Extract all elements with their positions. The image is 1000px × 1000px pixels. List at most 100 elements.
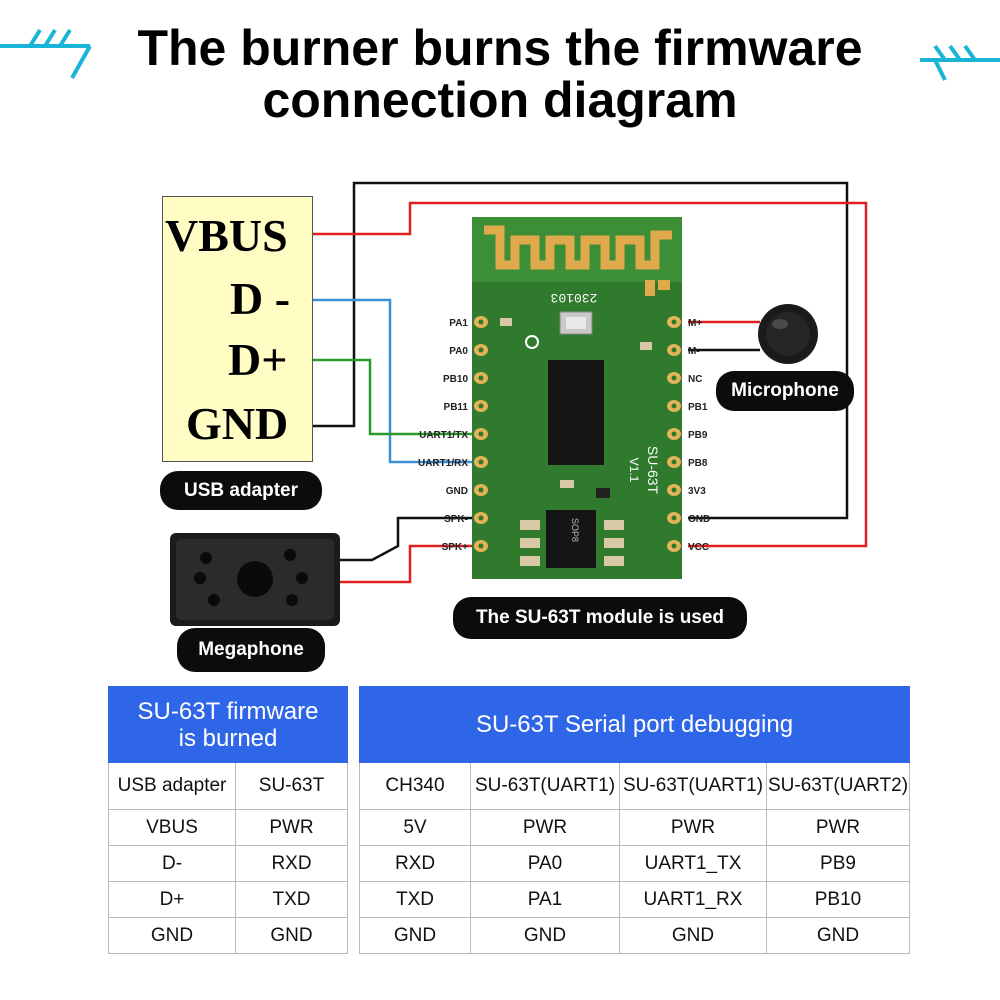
table-cell: GND xyxy=(108,917,236,954)
left-arrow-decoration-icon xyxy=(0,28,92,79)
microphone-icon xyxy=(758,304,818,364)
title-line-1: The burner burns the firmware xyxy=(137,20,863,76)
table-cell: PWR xyxy=(766,809,910,846)
usb-adapter-box xyxy=(162,196,313,462)
pin-hole-right xyxy=(671,459,677,465)
pin-label-pa0: PA0 xyxy=(449,346,468,357)
pin-hole-left xyxy=(478,543,484,549)
pin-hole-right xyxy=(671,347,677,353)
firmware-col-header: SU-63T xyxy=(235,762,348,810)
table-cell: D- xyxy=(108,845,236,882)
table-cell: GND xyxy=(619,917,767,954)
right-pin-labels: M+ M- NC PB1 PB9 PB8 3V3 GND VCC xyxy=(688,318,710,553)
pin-label-uart1-rx: UART1/RX xyxy=(418,458,468,469)
pin-label-pb1: PB1 xyxy=(688,402,708,413)
pin-label-pb11: PB11 xyxy=(444,402,469,413)
page-title: The burner burns the firmware connection… xyxy=(0,22,1000,126)
firmware-col-header: USB adapter xyxy=(108,762,236,810)
table-cell: PB10 xyxy=(766,881,910,918)
pin-hole-right xyxy=(671,431,677,437)
table-cell: TXD xyxy=(235,881,348,918)
table-cell: PWR xyxy=(235,809,348,846)
table-row: VBUS PWR xyxy=(108,809,348,846)
pin-label-pb8: PB8 xyxy=(688,458,708,469)
right-arrow-decoration-icon xyxy=(920,44,1000,81)
wire-d-minus xyxy=(311,298,481,464)
microphone-label: Microphone xyxy=(716,371,854,411)
pin-label-gnd-left: GND xyxy=(446,486,468,497)
table-cell: GND xyxy=(359,917,471,954)
table-cell: PA1 xyxy=(470,881,620,918)
pin-hole-left xyxy=(478,403,484,409)
usb-pin-d-minus: D - xyxy=(230,273,291,324)
usb-adapter-label: USB adapter xyxy=(160,471,322,510)
serial-col-header: CH340 xyxy=(359,762,471,810)
table-row: D- RXD xyxy=(108,845,348,882)
board-code-text: 230103 xyxy=(551,290,598,305)
serial-table-header: SU-63T Serial port debugging xyxy=(359,686,910,763)
table-cell: VBUS xyxy=(108,809,236,846)
pin-label-pb9: PB9 xyxy=(688,430,708,441)
table-row: 5V PWR PWR PWR xyxy=(359,809,910,846)
pin-hole-left xyxy=(478,487,484,493)
wire-spk-plus xyxy=(340,544,481,584)
table-cell: TXD xyxy=(359,881,471,918)
serial-col-header: SU-63T(UART2) xyxy=(766,762,910,810)
pin-label-uart1-tx: UART1/TX xyxy=(419,430,468,441)
antenna-trace xyxy=(484,225,672,270)
table-cell: GND xyxy=(235,917,348,954)
table-cell: PB9 xyxy=(766,845,910,882)
board-silk-version: V1.1 xyxy=(627,458,641,483)
pin-label-spk-plus: SPK+ xyxy=(442,542,469,553)
pin-label-pb10: PB10 xyxy=(443,374,468,385)
megaphone-label: Megaphone xyxy=(177,628,325,672)
pin-hole-left xyxy=(478,319,484,325)
pin-hole-right xyxy=(671,543,677,549)
table-cell: PA0 xyxy=(470,845,620,882)
table-row: D+ TXD xyxy=(108,881,348,918)
left-pin-labels: PA1 PA0 PB10 PB11 UART1/TX UART1/RX GND … xyxy=(418,318,468,553)
usb-pin-gnd: GND xyxy=(186,398,289,449)
serial-col-header: SU-63T(UART1) xyxy=(470,762,620,810)
usb-pin-vbus: VBUS xyxy=(165,210,288,261)
table-cell: RXD xyxy=(235,845,348,882)
pin-hole-right xyxy=(671,319,677,325)
pin-hole-left xyxy=(478,515,484,521)
speaker-icon xyxy=(170,533,340,626)
pin-label-spk-minus: SPK- xyxy=(444,514,468,525)
table-row: GND GND xyxy=(108,917,348,954)
pin-label-nc: NC xyxy=(688,374,702,385)
table-cell: PWR xyxy=(619,809,767,846)
pin-hole-left xyxy=(478,431,484,437)
pin-pads xyxy=(474,316,681,552)
pin-hole-left xyxy=(478,459,484,465)
pin-hole-right xyxy=(671,403,677,409)
table-cell: 5V xyxy=(359,809,471,846)
pin-label-gnd-right: GND xyxy=(688,514,710,525)
pin-hole-right xyxy=(671,515,677,521)
pin-label-m-minus: M- xyxy=(688,346,700,357)
wire-d-plus xyxy=(311,358,481,436)
pin-hole-left xyxy=(478,375,484,381)
table-cell: D+ xyxy=(108,881,236,918)
usb-pin-d-plus: D+ xyxy=(228,334,288,385)
firmware-table-header: SU-63T firmware is burned xyxy=(108,686,348,763)
pin-hole-left xyxy=(478,347,484,353)
pin-hole-right xyxy=(671,487,677,493)
table-cell: UART1_TX xyxy=(619,845,767,882)
table-row: GND GND GND GND xyxy=(359,917,910,954)
firmware-header-line-1: SU-63T firmware xyxy=(137,697,319,725)
table-row: TXD PA1 UART1_RX PB10 xyxy=(359,881,910,918)
su63t-board xyxy=(472,217,682,579)
firmware-header-line-2: is burned xyxy=(178,724,278,752)
firmware-burn-table: SU-63T firmware is burned USB adapter SU… xyxy=(108,686,348,954)
pin-label-3v3: 3V3 xyxy=(688,486,706,497)
wire-spk-minus xyxy=(340,516,481,562)
table-cell: GND xyxy=(470,917,620,954)
board-silk-name: SU-63T xyxy=(645,446,661,495)
serial-col-header: SU-63T(UART1) xyxy=(619,762,767,810)
pin-label-m-plus: M+ xyxy=(688,318,702,329)
pin-label-vcc: VCC xyxy=(688,542,709,553)
table-cell: RXD xyxy=(359,845,471,882)
